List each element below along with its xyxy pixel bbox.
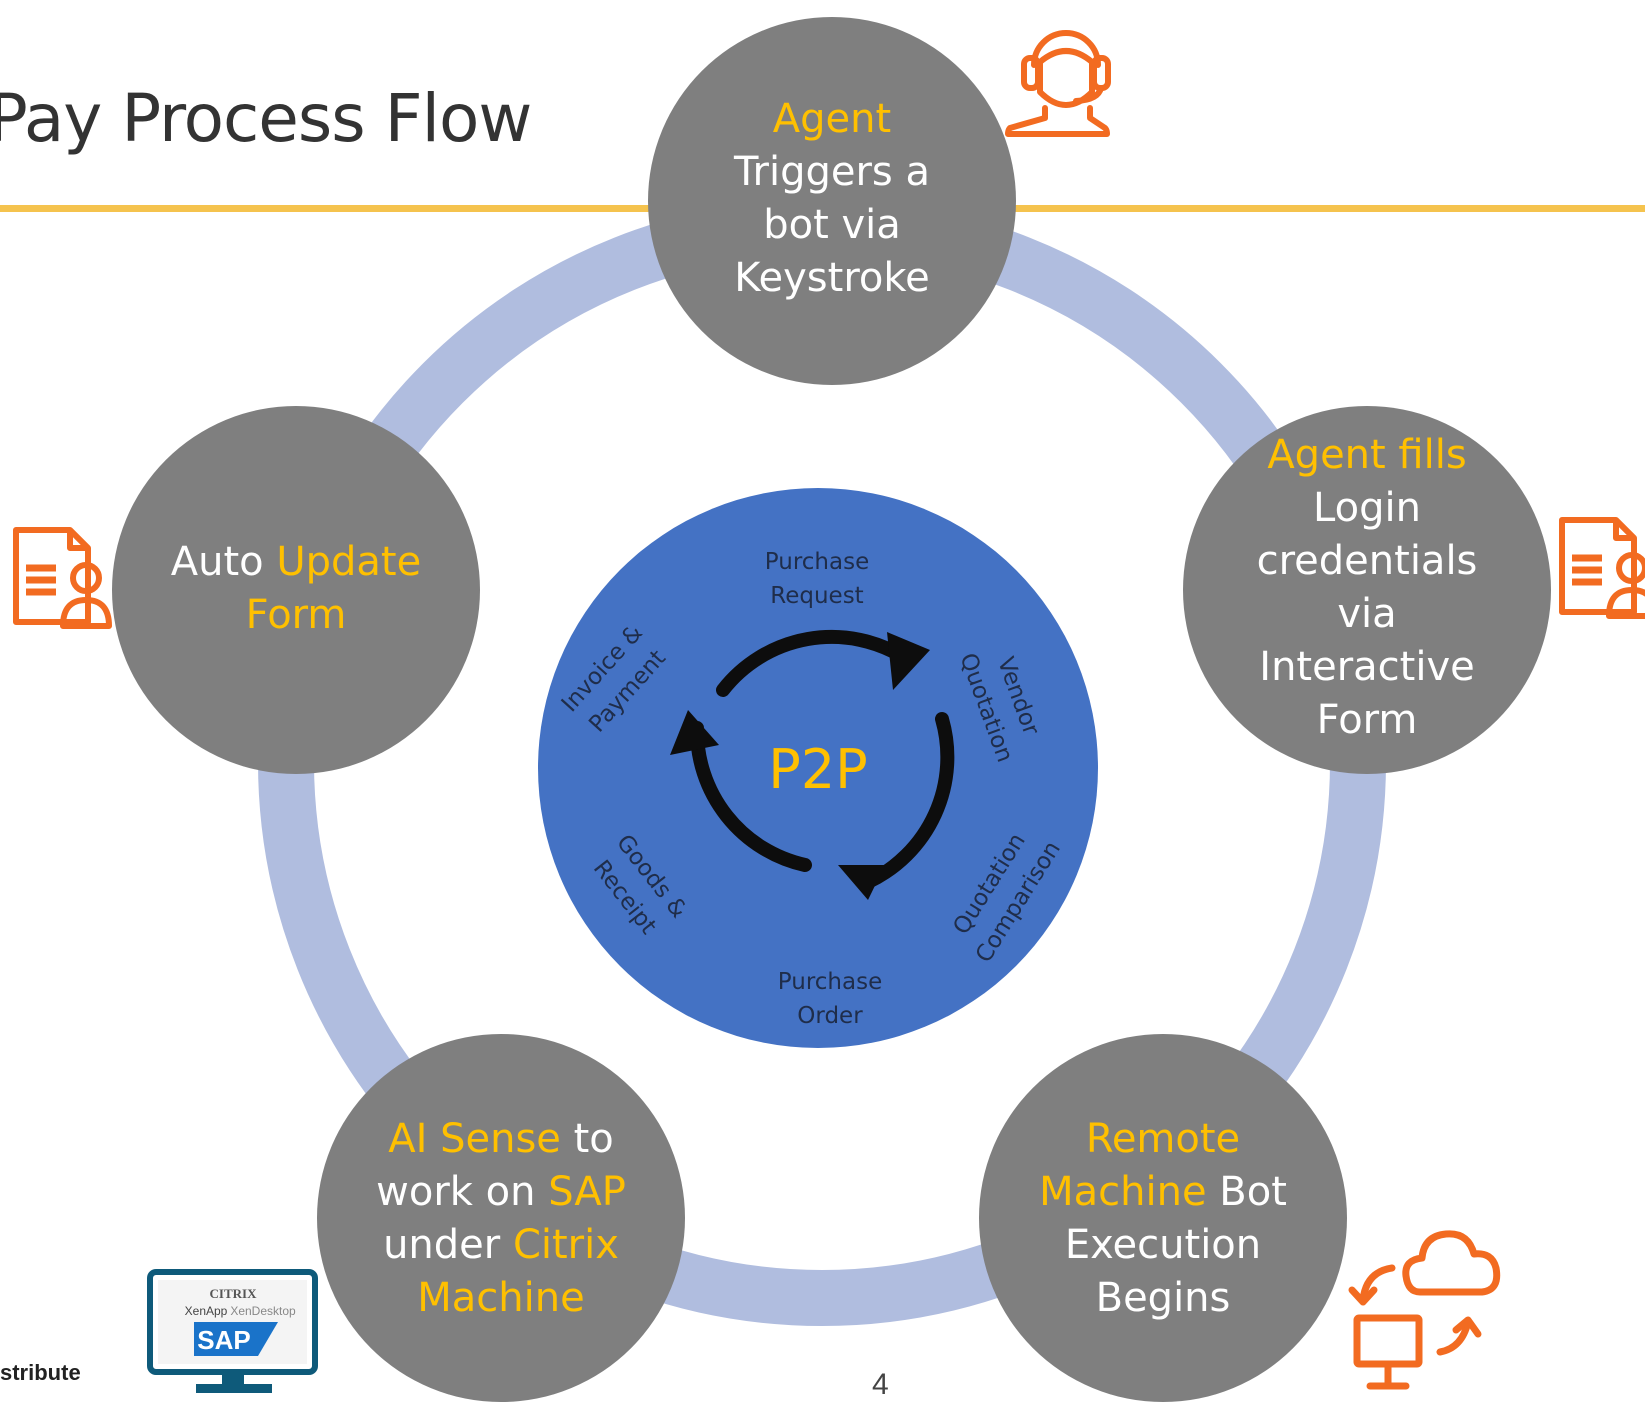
page-number: 4 xyxy=(872,1368,889,1401)
node-text-run: Triggers a xyxy=(733,149,930,195)
highlight-text: AI Sense xyxy=(388,1116,561,1162)
highlight-text: SAP xyxy=(548,1169,626,1215)
logo-product-left: XenApp xyxy=(185,1304,228,1318)
node-text-line: bot via xyxy=(667,199,997,252)
logo-sap-text: SAP xyxy=(197,1325,250,1355)
node-text-line: credentials xyxy=(1202,535,1532,588)
highlight-text: Agent fills xyxy=(1267,432,1467,478)
highlight-text: Update xyxy=(276,539,422,585)
p2p-label: P2P xyxy=(768,738,868,801)
cycle-arrowhead-2 xyxy=(838,865,885,900)
node-text-run: Login xyxy=(1313,485,1421,531)
highlight-text: Machine xyxy=(417,1275,585,1321)
node-text-line: Agent xyxy=(667,93,997,146)
node-text-run: Auto xyxy=(170,539,277,585)
page-title: Pay Process Flow xyxy=(0,80,532,157)
node-text-run: to xyxy=(560,1116,614,1162)
cycle-arrow-heads xyxy=(670,632,930,900)
headset-agent-icon xyxy=(1005,30,1111,137)
stage-label-line: Order xyxy=(797,1003,863,1029)
node-text-run: Interactive xyxy=(1259,644,1475,690)
confidential-label: stribute xyxy=(0,1360,81,1385)
node-text-run: work on xyxy=(376,1169,549,1215)
highlight-text: Agent xyxy=(772,96,892,142)
node-text-line: Form xyxy=(131,589,461,642)
form-user-icon xyxy=(13,527,112,629)
node-text-line: via xyxy=(1202,588,1532,641)
node-text-run: via xyxy=(1337,591,1397,637)
node-text-line: under Citrix xyxy=(336,1219,666,1272)
node-ai-sense xyxy=(317,1034,685,1402)
node-text-run: under xyxy=(383,1222,513,1268)
node-text-line: Keystroke xyxy=(667,252,997,305)
node-text-run: Keystroke xyxy=(734,255,930,301)
highlight-text: Citrix xyxy=(512,1222,619,1268)
node-auto-update xyxy=(112,406,480,774)
cycle-arrow-1 xyxy=(716,629,912,697)
stage-label-line: Request xyxy=(770,583,864,609)
node-text-line: Execution xyxy=(998,1219,1328,1272)
highlight-text: Form xyxy=(245,592,347,638)
cycle-arrow-3 xyxy=(689,721,812,872)
logo-brand-text: CITRIX xyxy=(210,1286,258,1301)
cycle-arrowhead-1 xyxy=(887,632,930,690)
cycle-arrows xyxy=(689,629,955,889)
cycle-arrow-2 xyxy=(861,712,955,889)
node-text-line: Form xyxy=(1202,694,1532,747)
node-text-line: Remote xyxy=(998,1113,1328,1166)
node-agent-trigger xyxy=(648,17,1016,385)
node-text-line: Login xyxy=(1202,482,1532,535)
form-user-icon xyxy=(1559,517,1645,619)
highlight-text: Machine xyxy=(1039,1169,1207,1215)
node-text-line: Machine Bot xyxy=(998,1166,1328,1219)
node-text-run: Begins xyxy=(1095,1275,1231,1321)
highlight-text: Remote xyxy=(1085,1116,1241,1162)
stage-label-line: Purchase xyxy=(777,969,883,995)
node-text-line: work on SAP xyxy=(336,1166,666,1219)
stage-label-line: Purchase xyxy=(764,549,870,575)
node-text-run: bot via xyxy=(763,202,901,248)
node-text-line: AI Sense to xyxy=(336,1113,666,1166)
node-text-line: Agent fills xyxy=(1202,429,1532,482)
cycle-arrowhead-3 xyxy=(670,710,719,755)
citrix-sap-logo: CITRIX XenApp XenDesktop SAP xyxy=(147,1269,318,1393)
node-text-line: Interactive xyxy=(1202,641,1532,694)
logo-product-right: XenDesktop xyxy=(230,1304,296,1318)
node-agent-fills xyxy=(1183,406,1551,774)
node-text-run: Execution xyxy=(1064,1222,1262,1268)
remote-cloud-sync-icon xyxy=(1348,1230,1501,1390)
node-text-run: Bot xyxy=(1206,1169,1287,1215)
node-text-line: Triggers a xyxy=(667,146,997,199)
node-text-run: credentials xyxy=(1256,538,1478,584)
node-text-run: Form xyxy=(1316,697,1418,743)
node-text-line: Begins xyxy=(998,1272,1328,1325)
node-remote-machine xyxy=(979,1034,1347,1402)
node-text-line: Auto Update xyxy=(131,536,461,589)
p2p-center-disc xyxy=(538,488,1098,1048)
node-text-line: Machine xyxy=(336,1272,666,1325)
